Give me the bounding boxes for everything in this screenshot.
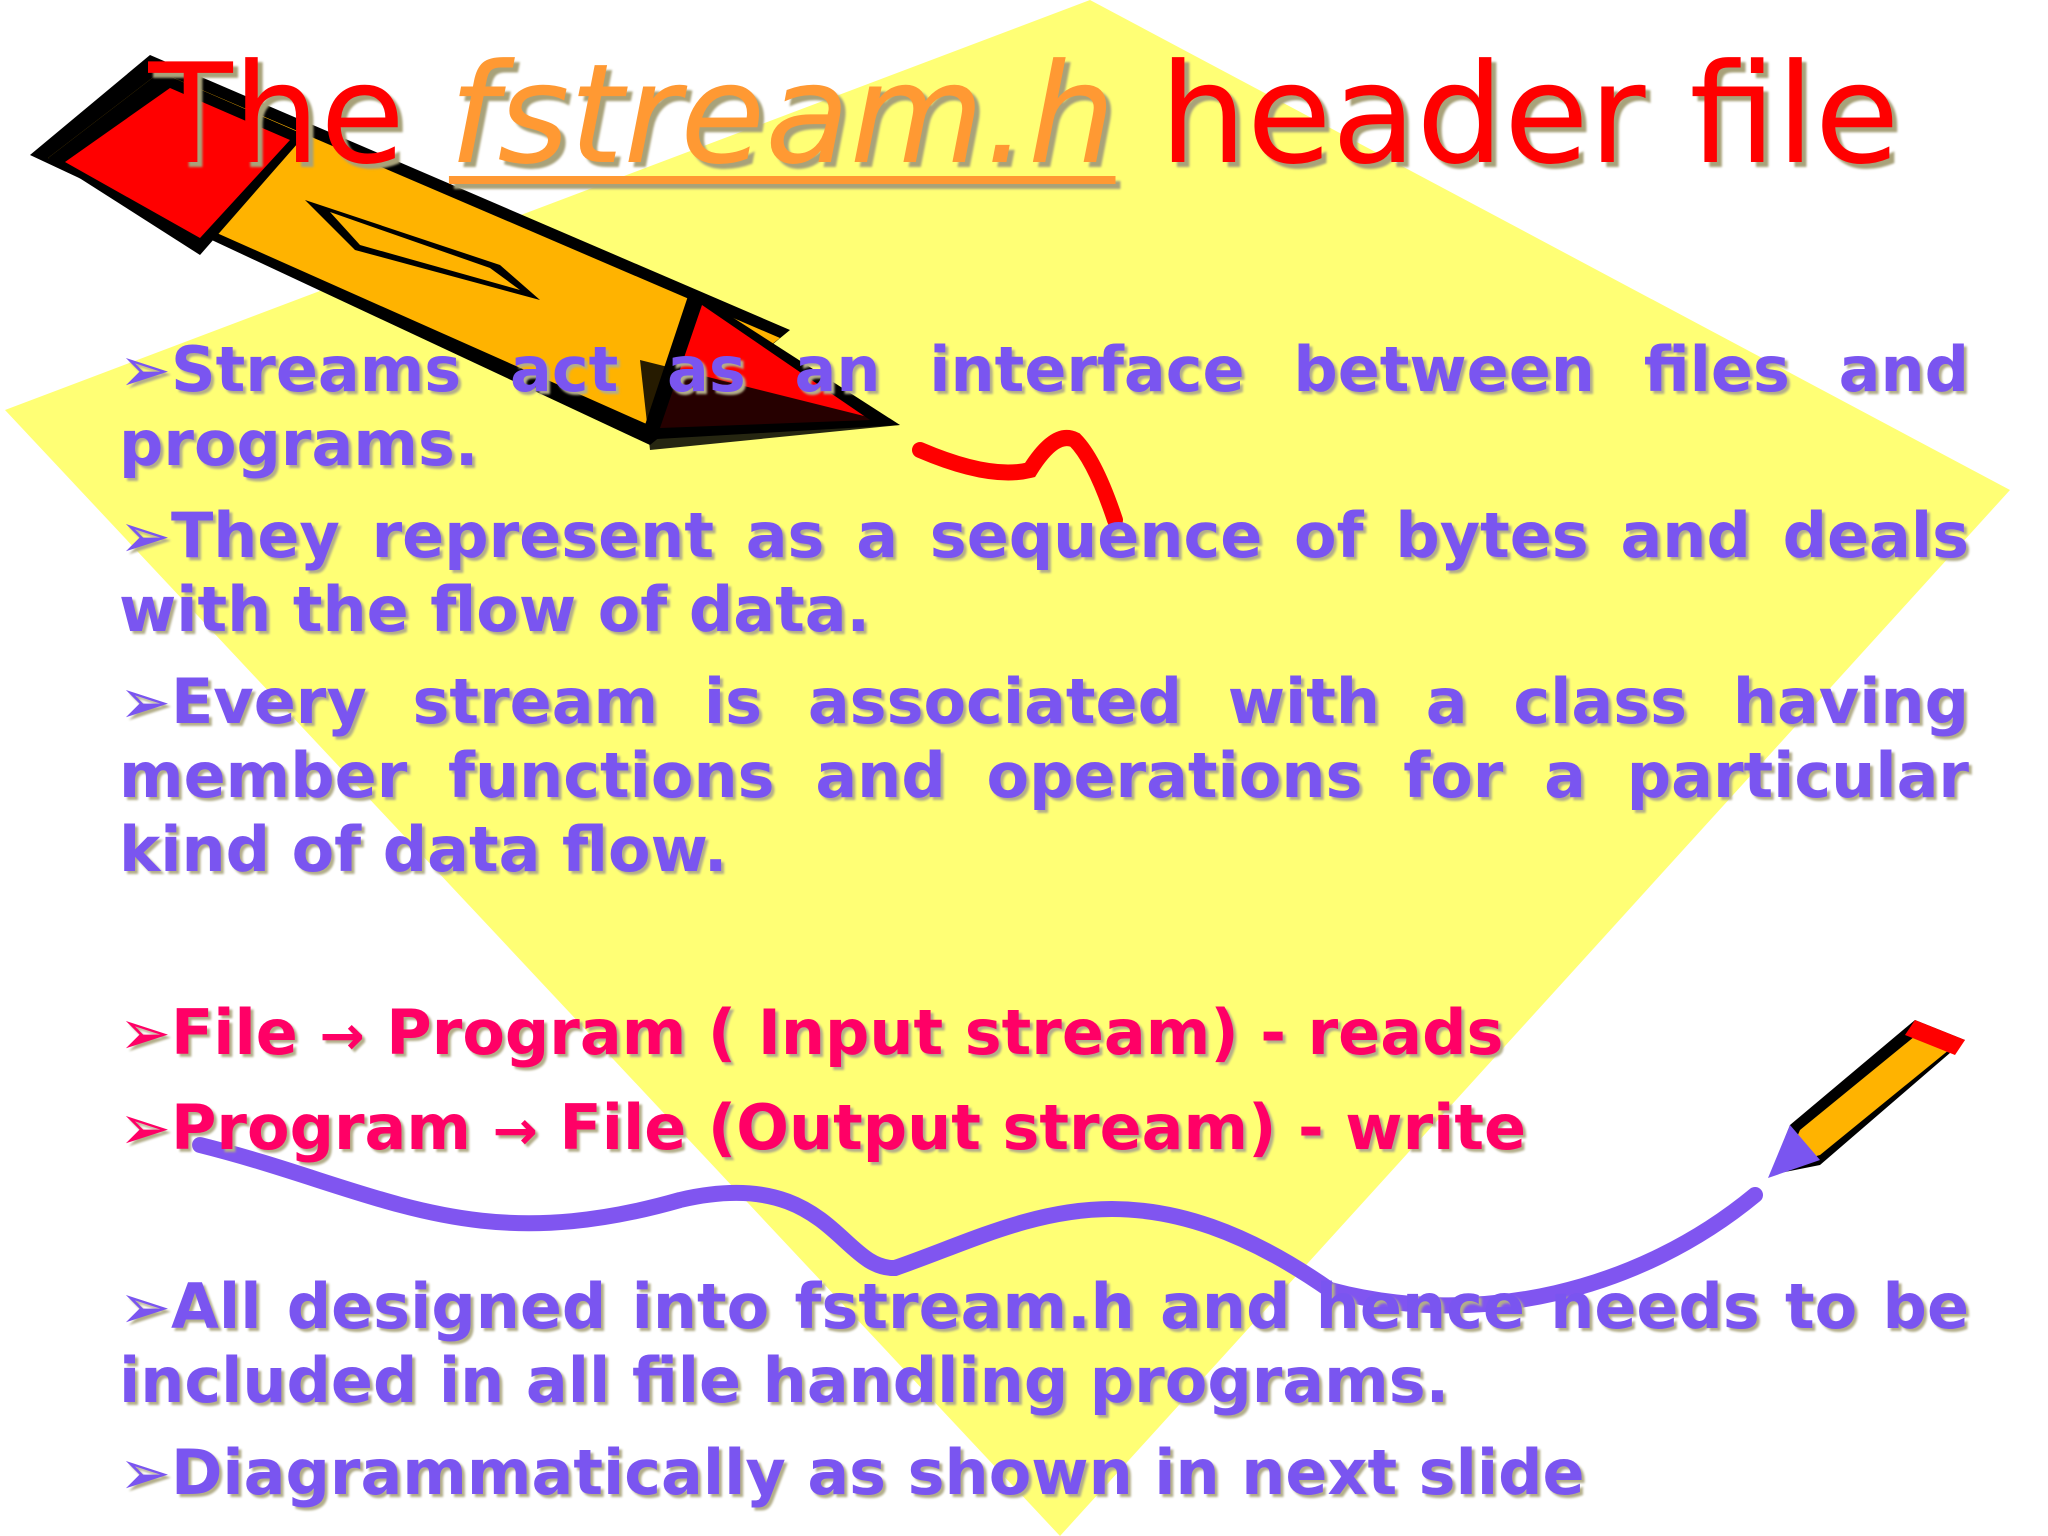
bullet-arrow-icon: ➢ <box>119 1091 171 1164</box>
bullet-text: All designed into fstream.h and hence ne… <box>119 1270 1969 1417</box>
bullet-text: Streams act as an interface between file… <box>119 333 1969 480</box>
bullet-arrow-icon: ➢ <box>119 996 171 1069</box>
flow-list: ➢File → Program ( Input stream) - reads … <box>119 996 1969 1168</box>
bullet-arrow-icon: ➢ <box>119 1436 171 1509</box>
flow-item-input: ➢File → Program ( Input stream) - reads <box>119 996 1969 1073</box>
bottom-bullet-list: ➢All designed into fstream.h and hence n… <box>119 1270 1969 1510</box>
flow-source: Program <box>170 1091 471 1164</box>
flow-item-output: ➢Program → File (Output stream) - write <box>119 1091 1969 1168</box>
purple-squiggle-line <box>192 1137 1763 1314</box>
slide-title: The fstream.h header file <box>0 30 2048 200</box>
bullet-arrow-icon: ➢ <box>119 333 171 406</box>
yellow-diamond-shape <box>5 0 2010 1536</box>
large-pencil-icon <box>30 55 1123 528</box>
small-pencil-icon <box>1768 1020 1965 1178</box>
top-bullet-list: ➢Streams act as an interface between fil… <box>119 333 1969 887</box>
right-arrow-icon: → <box>492 1099 538 1162</box>
right-arrow-icon: → <box>319 1004 365 1067</box>
title-prefix: The <box>148 34 449 195</box>
bullet-arrow-icon: ➢ <box>119 665 171 738</box>
bullet-arrow-icon: ➢ <box>119 499 171 572</box>
title-filename: fstream.h <box>448 34 1116 195</box>
title-suffix: header file <box>1115 34 1900 195</box>
flow-target: File (Output stream) - write <box>559 1091 1527 1164</box>
bullet-arrow-icon: ➢ <box>119 1270 171 1343</box>
bullet-item: ➢Every stream is associated with a class… <box>119 665 1969 887</box>
bullet-text: They represent as a sequence of bytes an… <box>119 499 1969 646</box>
flow-target: Program ( Input stream) - reads <box>386 996 1504 1069</box>
bullet-item: ➢They represent as a sequence of bytes a… <box>119 499 1969 647</box>
bullet-item: ➢All designed into fstream.h and hence n… <box>119 1270 1969 1418</box>
bullet-item: ➢Diagrammatically as shown in next slide <box>119 1436 1969 1510</box>
bullet-text: Every stream is associated with a class … <box>119 665 1969 886</box>
bullet-text: Diagrammatically as shown in next slide <box>170 1436 1585 1509</box>
bullet-item: ➢Streams act as an interface between fil… <box>119 333 1969 481</box>
flow-source: File <box>170 996 298 1069</box>
